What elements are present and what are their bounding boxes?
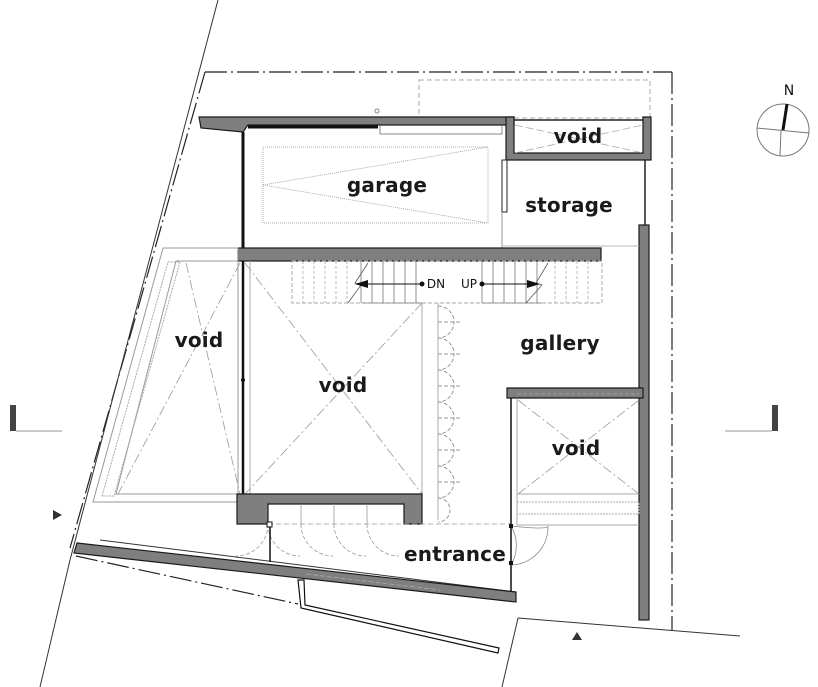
entrance-doors — [235, 504, 510, 557]
void-right-hatch — [517, 399, 640, 495]
drain-point — [374, 108, 380, 114]
ramp-edge — [297, 579, 500, 654]
room-label-void-left: void — [174, 328, 224, 352]
stairs — [291, 260, 603, 304]
north-arrow-icon — [756, 103, 810, 157]
overhang-outline — [418, 79, 651, 119]
property-boundary — [69, 71, 673, 630]
wall-joint — [241, 378, 245, 382]
north-label: N — [783, 83, 795, 99]
room-label-void-top: void — [553, 124, 603, 148]
side-door-arc — [510, 525, 517, 566]
room-label-void-center: void — [318, 373, 368, 397]
view-triangle-bottom — [572, 632, 582, 640]
wall-right — [638, 224, 650, 621]
room-label-garage: garage — [346, 173, 428, 197]
room-label-storage: storage — [525, 193, 613, 217]
wall-right-void — [506, 387, 644, 399]
view-triangle-left — [53, 510, 62, 520]
section-marker-left — [10, 405, 62, 432]
wall-entrance-alcove — [236, 493, 423, 525]
planter-right — [516, 501, 640, 515]
stair-down-label: DN — [426, 277, 446, 291]
room-label-entrance: entrance — [404, 542, 506, 566]
street-lines — [39, 0, 741, 687]
side-door-hinge-bottom — [509, 561, 513, 565]
wall-top — [198, 116, 515, 133]
car-outline — [262, 146, 489, 224]
section-marker-right — [725, 405, 778, 432]
wall-mid — [237, 247, 602, 262]
stair-up-label: UP — [460, 277, 478, 291]
void-center-hatch — [244, 262, 423, 495]
void-left-hatch — [117, 262, 241, 495]
side-door-hinge-top — [509, 524, 513, 528]
door-hinge — [266, 521, 273, 528]
room-label-gallery: gallery — [520, 331, 600, 355]
void-left-outline — [92, 247, 239, 503]
garage-partition — [501, 159, 508, 213]
wall-top-void — [505, 116, 652, 161]
wall-bottom-slanted-dash — [305, 573, 441, 591]
folding-door-arcs — [437, 305, 462, 523]
room-label-void-right: void — [551, 436, 601, 460]
side-door-swing — [510, 525, 549, 566]
garage-window — [379, 126, 503, 135]
wall-bottom-slanted — [73, 542, 517, 603]
